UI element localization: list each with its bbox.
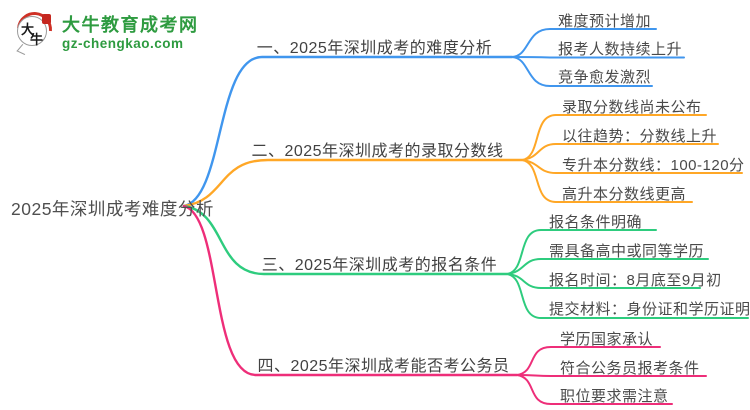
site-name: 大牛教育成考网 bbox=[62, 15, 199, 35]
branch2-child2-line bbox=[521, 143, 719, 161]
logo-mark: 大 牛 bbox=[9, 4, 60, 56]
branch4-child1-line bbox=[516, 346, 661, 376]
branch3-child1-line bbox=[506, 229, 657, 275]
branch3-child1-label: 报名条件明确 bbox=[549, 214, 643, 231]
branch4-child3-line bbox=[516, 374, 673, 405]
logo-seal-icon bbox=[42, 14, 51, 24]
branch1-child1-line bbox=[511, 28, 657, 58]
logo-char-bottom: 牛 bbox=[30, 32, 44, 47]
branch3-trunk-line bbox=[182, 204, 509, 276]
branch2-label: 二、2025年深圳成考的录取分数线 bbox=[251, 143, 504, 160]
branch1-child2-label: 报考人数持续上升 bbox=[558, 41, 683, 58]
logo-char-top: 大 bbox=[21, 22, 35, 37]
branch2-child4-label: 高升本分数线更高 bbox=[562, 186, 687, 203]
branch2-child3-label: 专升本分数线：100-120分 bbox=[562, 157, 745, 174]
branch3-child2-line bbox=[506, 258, 709, 275]
branch2-child4-line bbox=[521, 159, 693, 203]
branch4-trunk-line bbox=[182, 204, 519, 377]
branch3-child3-label: 报名时间：8月底至9月初 bbox=[549, 272, 722, 289]
branch2-child1-label: 录取分数线尚未公布 bbox=[562, 99, 702, 116]
branch4-child2-line bbox=[516, 374, 707, 377]
branch4-child1-label: 学历国家承认 bbox=[560, 331, 654, 348]
branch3-child2-label: 需具备高中或同等学历 bbox=[549, 243, 705, 260]
site-domain: gz-chengkao.com bbox=[62, 36, 184, 51]
branch1-child2-line bbox=[511, 56, 685, 59]
branch1-child3-line bbox=[511, 56, 653, 87]
branch4-label: 四、2025年深圳成考能否考公务员 bbox=[257, 358, 510, 375]
branch4-child2-label: 符合公务员报考条件 bbox=[560, 360, 700, 377]
central-topic: 2025年深圳成考难度分析 bbox=[11, 199, 214, 219]
site-logo[interactable]: 大 牛 大牛教育成考网 gz-chengkao.com bbox=[9, 4, 199, 56]
branch1-child3-label: 竞争愈发激烈 bbox=[558, 69, 652, 86]
branch2-child2-label: 以往趋势：分数线上升 bbox=[562, 128, 718, 145]
branch1-child1-label: 难度预计增加 bbox=[558, 13, 652, 30]
branch3-child4-line bbox=[506, 273, 749, 319]
branch3-child4-label: 提交材料：身份证和学历证明 bbox=[549, 301, 750, 318]
branch1-label: 一、2025年深圳成考的难度分析 bbox=[256, 40, 493, 57]
branch2-child1-line bbox=[521, 114, 707, 161]
branch1-trunk-line bbox=[182, 55, 514, 208]
branch3-label: 三、2025年深圳成考的报名条件 bbox=[261, 257, 498, 274]
branch2-trunk-line bbox=[182, 158, 524, 208]
branch4-child3-label: 职位要求需注意 bbox=[560, 388, 669, 405]
